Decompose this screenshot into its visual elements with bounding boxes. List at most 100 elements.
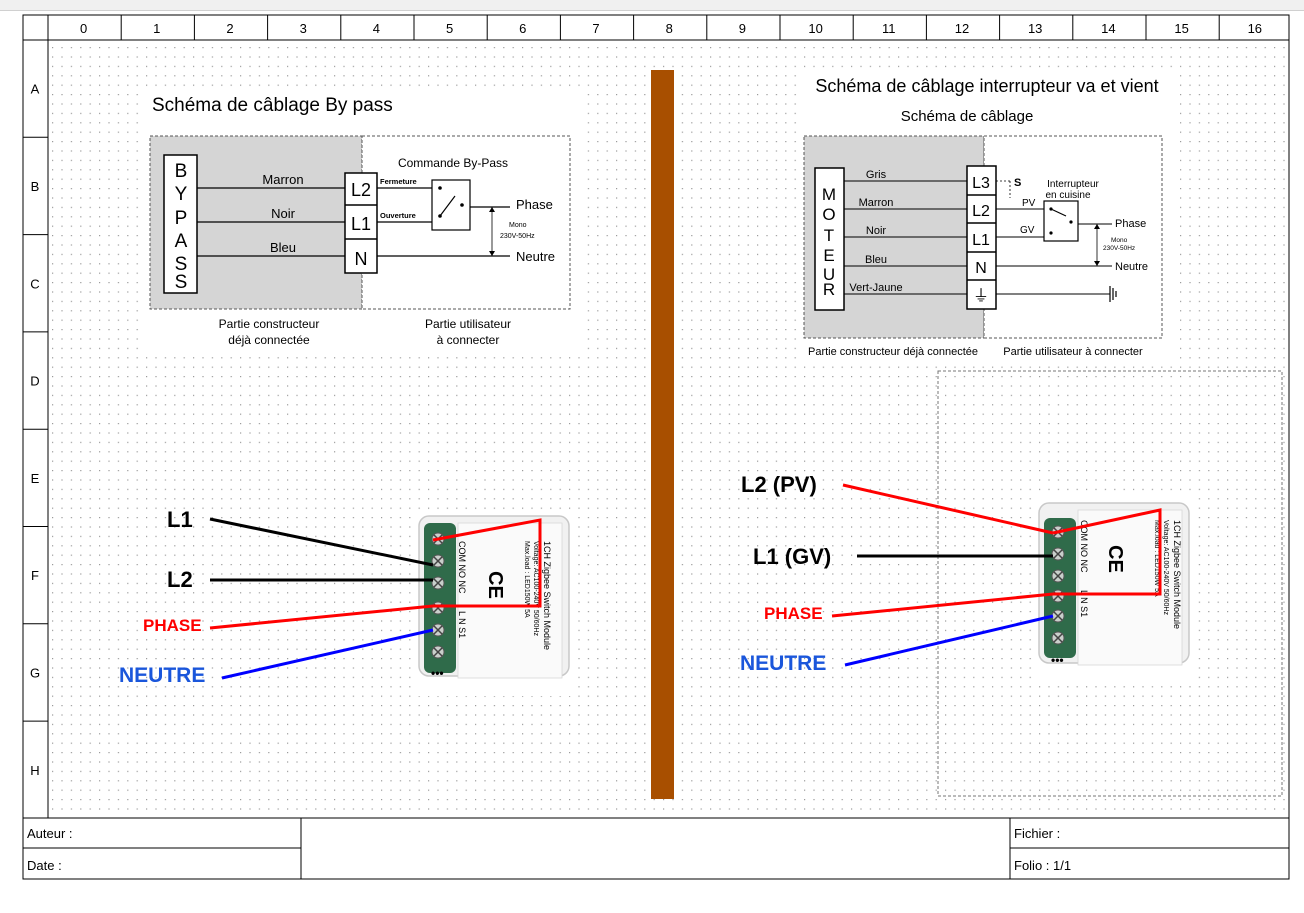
svg-text:Interrupteur: Interrupteur <box>1047 179 1099 190</box>
svg-text:à connecter: à connecter <box>437 333 500 347</box>
separator-bar <box>651 70 674 799</box>
right-label-l1: L1 (GV) <box>753 544 831 569</box>
terminal-l2: L2 <box>351 180 371 200</box>
folio-label: Folio : 1/1 <box>1014 858 1071 873</box>
svg-text:O: O <box>822 205 835 224</box>
column-label: 5 <box>446 21 453 36</box>
svg-text:L N S1: L N S1 <box>1079 590 1089 617</box>
bypass-block <box>163 154 198 294</box>
svg-text:Partie constructeur déjà conne: Partie constructeur déjà connectée <box>808 346 978 358</box>
svg-text:E: E <box>823 246 834 265</box>
svg-text:Voltage: AC100-240V 50/60Hz: Voltage: AC100-240V 50/60Hz <box>532 541 539 636</box>
svg-text:PV: PV <box>1022 198 1036 209</box>
vaetvient-diagram: Schéma de câblage interrupteur va et vie… <box>800 70 1175 360</box>
svg-text:L N S1: L N S1 <box>457 611 467 638</box>
bypass-diagram: Schéma de câblage By pass B Y P A S S Ma… <box>140 90 580 352</box>
svg-text:S: S <box>175 272 188 293</box>
right-internal-phase-loop <box>1052 508 1162 596</box>
column-label: 9 <box>739 21 746 36</box>
column-label: 16 <box>1248 21 1262 36</box>
right-label-phase: PHASE <box>764 604 823 623</box>
svg-text:230V-50Hz: 230V-50Hz <box>500 233 535 240</box>
svg-text:Mono: Mono <box>509 222 527 229</box>
svg-text:CE: CE <box>1104 545 1126 573</box>
svg-text:Max.load : LED150W 5A: Max.load : LED150W 5A <box>523 541 530 618</box>
window-top-strip <box>0 0 1304 11</box>
selection-box[interactable] <box>937 370 1283 797</box>
right-l2-wire <box>842 483 1054 535</box>
svg-text:Fermeture: Fermeture <box>380 177 417 186</box>
zigbee-module-right[interactable]: 1CH Zigbee Switch Module Voltage: AC100-… <box>1034 498 1194 683</box>
svg-text:Partie constructeur: Partie constructeur <box>219 317 320 331</box>
wire-label-marron: Marron <box>262 172 303 187</box>
svg-text:T: T <box>824 226 834 245</box>
zigbee-module-left[interactable]: 1CH Zigbee Switch Module Voltage: AC100-… <box>414 511 574 696</box>
svg-text:Neutre: Neutre <box>1115 261 1148 273</box>
module-title: 1CH Zigbee Switch Module <box>542 541 552 650</box>
column-label: 1 <box>153 21 160 36</box>
vaetvient-title: Schéma de câblage interrupteur va et vie… <box>815 76 1158 96</box>
svg-text:S: S <box>175 254 188 275</box>
terminal-n: N <box>355 249 368 269</box>
svg-text:L3: L3 <box>972 175 990 192</box>
svg-text:déjà connectée: déjà connectée <box>228 333 310 347</box>
bypass-switch <box>431 179 471 231</box>
column-label: 15 <box>1174 21 1188 36</box>
svg-text:M: M <box>822 185 836 204</box>
row-label: D <box>30 374 39 389</box>
svg-text:P: P <box>175 208 188 229</box>
right-wiring: L2 (PV) L1 (GV) PHASE NEUTRE <box>740 472 1162 675</box>
column-label: 14 <box>1101 21 1115 36</box>
row-label: B <box>31 179 40 194</box>
column-label: 6 <box>519 21 526 36</box>
svg-text:B: B <box>175 161 188 182</box>
svg-text:Marron: Marron <box>859 197 894 209</box>
left-label-l1: L1 <box>167 507 193 532</box>
svg-text:Max.load : LED150W 5A: Max.load : LED150W 5A <box>1153 520 1160 597</box>
svg-text:Y: Y <box>175 184 188 205</box>
right-label-l2: L2 (PV) <box>741 472 817 497</box>
svg-text:Noir: Noir <box>866 225 887 237</box>
left-wiring: L1 L2 PHASE NEUTRE <box>119 507 542 687</box>
wire-label-noir: Noir <box>271 206 296 221</box>
ce-mark: CE <box>484 571 506 599</box>
svg-text:A: A <box>175 231 188 252</box>
svg-text:Gris: Gris <box>866 169 887 181</box>
title-block: Auteur : Date : Fichier : Folio : 1/1 <box>22 817 1290 880</box>
left-label-l2: L2 <box>167 567 193 592</box>
svg-text:⏚: ⏚ <box>973 287 989 305</box>
vaetvient-subtitle: Schéma de câblage <box>901 108 1034 125</box>
cuisine-switch <box>1043 200 1079 242</box>
svg-text:Bleu: Bleu <box>865 254 887 266</box>
column-label: 8 <box>666 21 673 36</box>
svg-text:Phase: Phase <box>1115 218 1146 230</box>
wire-label-bleu: Bleu <box>270 240 296 255</box>
svg-text:Partie utilisateur à connecter: Partie utilisateur à connecter <box>1003 346 1143 358</box>
svg-text:Ouverture: Ouverture <box>380 211 416 220</box>
svg-text:en cuisine: en cuisine <box>1045 190 1090 201</box>
row-label: H <box>30 763 39 778</box>
column-label: 7 <box>592 21 599 36</box>
left-label-phase: PHASE <box>143 616 202 635</box>
svg-text:COM NO NC: COM NO NC <box>1079 520 1089 573</box>
svg-text:L1: L1 <box>972 232 990 249</box>
row-label: E <box>31 471 40 486</box>
left-internal-phase-loop <box>432 518 542 608</box>
svg-text:230V-50Hz: 230V-50Hz <box>1103 245 1135 252</box>
column-label: 11 <box>882 21 896 36</box>
column-label: 10 <box>808 21 822 36</box>
column-label: 12 <box>955 21 969 36</box>
terminal-l1: L1 <box>351 214 371 234</box>
column-label: 3 <box>300 21 307 36</box>
moteur-block <box>814 167 845 311</box>
svg-text:Mono: Mono <box>1111 237 1128 244</box>
date-label: Date : <box>27 858 62 873</box>
left-label-neutre: NEUTRE <box>119 664 205 687</box>
svg-text:R: R <box>823 280 835 299</box>
left-l1-wire <box>209 517 434 567</box>
svg-text:COM NO NC: COM NO NC <box>457 541 467 594</box>
column-label: 0 <box>80 21 87 36</box>
right-neutre-wire <box>844 614 1054 667</box>
svg-text:N: N <box>975 260 987 277</box>
